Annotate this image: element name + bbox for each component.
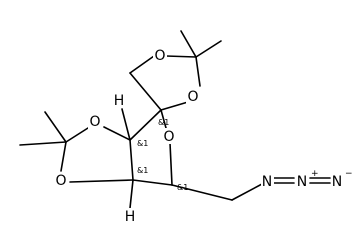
- stereo-label: &1: [158, 118, 169, 127]
- atom-hydrogen: H: [114, 93, 125, 109]
- atom-oxygen: O: [187, 89, 198, 105]
- bond: [129, 179, 134, 209]
- atom-hydrogen: H: [125, 209, 136, 225]
- bond-layer: [19, 30, 331, 209]
- stereo-label: &1: [177, 183, 188, 192]
- bond: [132, 179, 173, 186]
- bond: [65, 127, 89, 143]
- stereo-label: &1: [137, 139, 148, 148]
- bond: [121, 108, 131, 141]
- stereo-layer: &1 &1 &1 &1: [137, 118, 188, 192]
- bond: [60, 141, 67, 172]
- bond: [160, 109, 167, 129]
- bond: [165, 55, 197, 58]
- bond: [129, 139, 134, 181]
- atom-oxygen: O: [89, 114, 100, 130]
- atom-nitrogen: N: [262, 174, 272, 190]
- bond: [69, 179, 134, 183]
- atom-oxygen: O: [163, 129, 174, 145]
- stereo-label: &1: [137, 166, 148, 175]
- bond: [44, 111, 67, 143]
- bond: [103, 126, 131, 141]
- bond: [160, 101, 189, 111]
- bond: [195, 56, 201, 87]
- charge-plus: +: [311, 169, 319, 179]
- bond: [231, 183, 263, 201]
- bond: [180, 30, 197, 58]
- atom-oxygen: O: [55, 173, 66, 189]
- bond: [129, 72, 162, 111]
- bond: [171, 184, 233, 201]
- bond: [169, 142, 173, 186]
- atom-oxygen: O: [154, 48, 165, 64]
- bond: [129, 109, 162, 141]
- charge-minus: −: [345, 169, 353, 179]
- bond: [195, 40, 222, 58]
- atom-layer: O O O O O H H N N + N −: [54, 47, 353, 225]
- atom-nitrogen: N: [297, 174, 307, 190]
- bond: [19, 141, 67, 146]
- atom-nitrogen: N: [332, 174, 342, 190]
- bond: [129, 55, 155, 74]
